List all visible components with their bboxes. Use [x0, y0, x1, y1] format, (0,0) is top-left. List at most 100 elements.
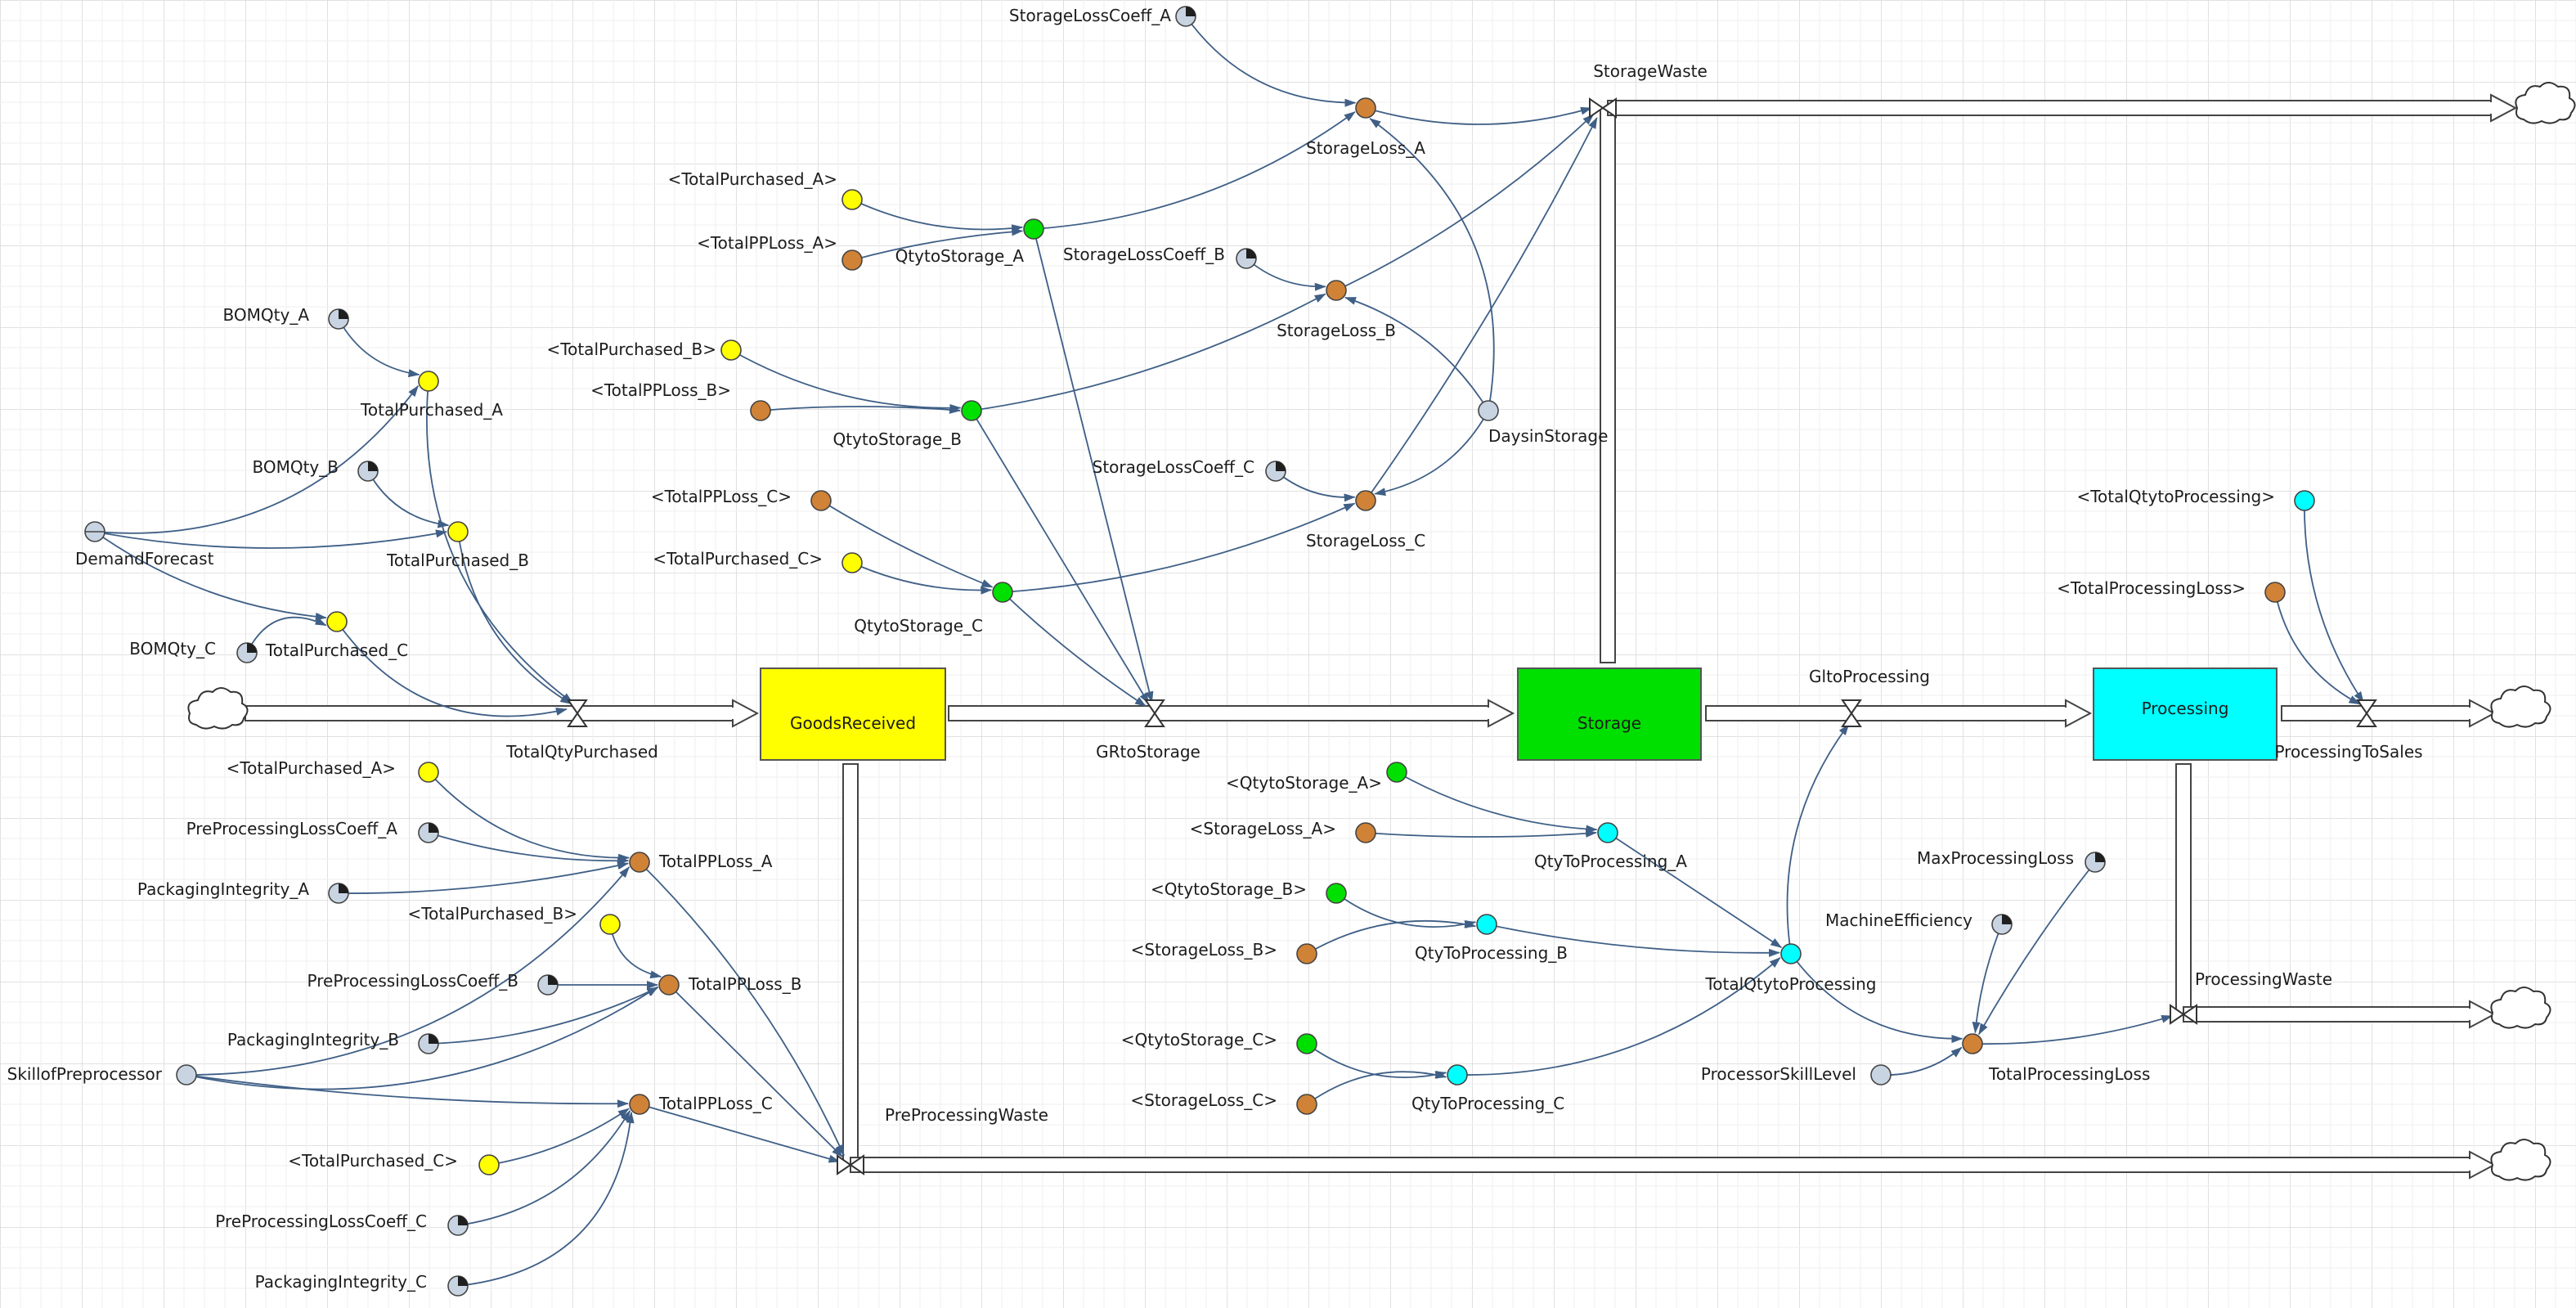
node-slcA[interactable]: StorageLossCoeff_A [1009, 6, 1196, 27]
node-tpl_s[interactable]: <TotalProcessingLoss> [2057, 578, 2286, 603]
node-mpl[interactable]: MaxProcessingLoss [1917, 848, 2106, 873]
link-dis-to-slC [1374, 410, 1489, 497]
valve-grts[interactable]: GRtoStorage [1096, 699, 1200, 762]
link-skill-to-tpplC [186, 1074, 630, 1108]
valve-gltp[interactable]: GltoProcessing [1809, 667, 1930, 727]
link-bomC-to-tpC [246, 616, 327, 654]
node-tpA[interactable]: TotalPurchased_A [360, 371, 503, 420]
node-pplcC[interactable]: PreProcessingLossCoeff_C [215, 1211, 469, 1236]
node-qtpC[interactable]: QtyToProcessing_C [1411, 1064, 1564, 1113]
link-dis-to-slA [1369, 118, 1495, 411]
node-slB_b[interactable]: <StorageLoss_B> [1131, 940, 1317, 964]
node-psl[interactable]: ProcessorSkillLevel [1701, 1064, 1892, 1086]
node-tpplB[interactable]: TotalPPLoss_B [658, 974, 801, 996]
link-tpA-to-tqp [426, 380, 574, 703]
node-skill[interactable]: SkillofPreprocessor [7, 1064, 197, 1086]
stock-processing[interactable]: Processing [2093, 667, 2278, 761]
variable-circle-icon [1023, 218, 1044, 240]
stock-storage[interactable]: Storage [1517, 667, 1702, 761]
node-bomB[interactable]: BOMQty_B [252, 457, 379, 482]
node-bomC[interactable]: BOMQty_C [129, 639, 258, 663]
node-me[interactable]: MachineEfficiency [1825, 910, 2013, 935]
variable-circle-icon [1296, 1033, 1317, 1054]
pipe-cloud-to-goods [245, 699, 760, 728]
node-dis[interactable]: DaysinStorage [1478, 400, 1608, 446]
link-demand-to-tpA [94, 384, 419, 534]
link-qsB-to-slB [971, 293, 1326, 411]
node-label: PreProcessingLossCoeff_C [215, 1211, 427, 1231]
pipe-processing-waste-vertical [2175, 763, 2192, 1015]
node-qsC_b[interactable]: <QtytoStorage_C> [1121, 1030, 1317, 1054]
node-tpB_b[interactable]: <TotalPurchased_B> [408, 904, 621, 935]
variable-circle-icon [2264, 582, 2286, 603]
node-tpplA[interactable]: TotalPPLoss_A [629, 852, 773, 873]
node-slA_b[interactable]: <StorageLoss_A> [1190, 819, 1376, 843]
node-qsA_b[interactable]: <QtytoStorage_A> [1226, 762, 1407, 793]
node-demand[interactable]: DemandForecast [75, 521, 214, 569]
node-tpB[interactable]: TotalPurchased_B [386, 521, 529, 570]
node-slC[interactable]: StorageLoss_C [1306, 490, 1425, 551]
node-qsB_b[interactable]: <QtytoStorage_B> [1151, 879, 1347, 904]
node-tpplA_s[interactable]: <TotalPPLoss_A> [697, 233, 863, 271]
node-tpplB_s[interactable]: <TotalPPLoss_B> [590, 380, 771, 421]
valve-ppw[interactable]: PreProcessingWaste [837, 1105, 1048, 1175]
node-label: <TotalPurchased_A> [668, 169, 837, 189]
stock-goods[interactable]: GoodsReceived [760, 667, 946, 761]
node-piA[interactable]: PackagingIntegrity_A [137, 879, 349, 904]
node-pplcB[interactable]: PreProcessingLossCoeff_B [307, 971, 559, 996]
pipe-preprocessing-waste-vertical [842, 763, 859, 1166]
valve-sw[interactable]: StorageWaste [1589, 61, 1708, 119]
variable-circle-icon [2294, 490, 2315, 511]
node-tpB_s[interactable]: <TotalPurchased_B> [547, 339, 742, 361]
variable-circle-icon [658, 974, 680, 996]
variable-circle-icon [418, 762, 439, 783]
node-label: StorageLoss_A [1306, 138, 1425, 158]
link-qsC-to-slC [1002, 502, 1356, 593]
valve-pw[interactable]: ProcessingWaste [2170, 969, 2332, 1025]
node-tpplC[interactable]: TotalPPLoss_C [629, 1094, 773, 1115]
node-bomA[interactable]: BOMQty_A [223, 305, 349, 330]
node-qsC[interactable]: QtytoStorage_C [854, 582, 1013, 636]
node-tpplC_s[interactable]: <TotalPPLoss_C> [651, 487, 832, 511]
node-tpC_b[interactable]: <TotalPurchased_C> [288, 1151, 500, 1175]
variable-circle-icon [1476, 914, 1497, 935]
node-qsB[interactable]: QtytoStorage_B [833, 400, 982, 449]
node-pplcA[interactable]: PreProcessingLossCoeff_A [186, 819, 439, 843]
nodes-layer: StorageLossCoeff_A StorageLoss_A <TotalPur… [7, 6, 2315, 1297]
link-slcA-to-slA [1185, 16, 1357, 107]
link-qtpA-to-ttqp [1607, 832, 1783, 949]
node-tpA_s[interactable]: <TotalPurchased_A> [668, 169, 863, 210]
node-label: TotalPurchased_B [386, 551, 529, 570]
node-slA[interactable]: StorageLoss_A [1306, 97, 1425, 158]
node-slcB[interactable]: StorageLossCoeff_B [1063, 245, 1257, 269]
node-qtpB[interactable]: QtyToProcessing_B [1415, 914, 1568, 963]
node-tpC_s[interactable]: <TotalPurchased_C> [653, 549, 863, 573]
node-ttqp[interactable]: TotalQtytoProcessing [1704, 943, 1877, 994]
node-tpC[interactable]: TotalPurchased_C [265, 611, 408, 660]
node-qtpA[interactable]: QtyToProcessing_A [1534, 822, 1687, 871]
variable-circle-icon [1355, 490, 1376, 511]
stock-label: GoodsReceived [790, 713, 916, 733]
link-slB_b-to-qtpB [1306, 919, 1477, 955]
node-label: <TotalPurchased_B> [408, 904, 577, 924]
link-qsA_b-to-qtpA [1396, 771, 1598, 834]
variable-circle-icon [599, 914, 621, 935]
node-tpA_b[interactable]: <TotalPurchased_A> [227, 758, 439, 783]
node-slcC[interactable]: StorageLossCoeff_C [1093, 457, 1286, 482]
variable-circle-icon [810, 490, 832, 511]
node-slC_b[interactable]: <StorageLoss_C> [1130, 1090, 1317, 1115]
link-tpC_b-to-tpplC [488, 1108, 630, 1166]
node-label: DemandForecast [75, 549, 214, 569]
node-qsA[interactable]: QtytoStorage_A [895, 218, 1044, 266]
link-tpA_s-to-qsA [851, 199, 1024, 233]
node-piC[interactable]: PackagingIntegrity_C [255, 1272, 469, 1297]
valve-tqp[interactable]: TotalQtyPurchased [505, 699, 658, 762]
node-tpl[interactable]: TotalProcessingLoss [1962, 1033, 2150, 1084]
node-label: BOMQty_B [252, 457, 339, 477]
link-piC-to-tpplC [457, 1111, 635, 1287]
node-ttqp_s[interactable]: <TotalQtytoProcessing> [2076, 487, 2315, 511]
link-qsA-to-grts [1033, 228, 1154, 703]
node-piB[interactable]: PackagingIntegrity_B [227, 1030, 439, 1054]
node-slB[interactable]: StorageLoss_B [1277, 280, 1396, 340]
valve-pts[interactable]: ProcessingToSales [2274, 699, 2423, 762]
